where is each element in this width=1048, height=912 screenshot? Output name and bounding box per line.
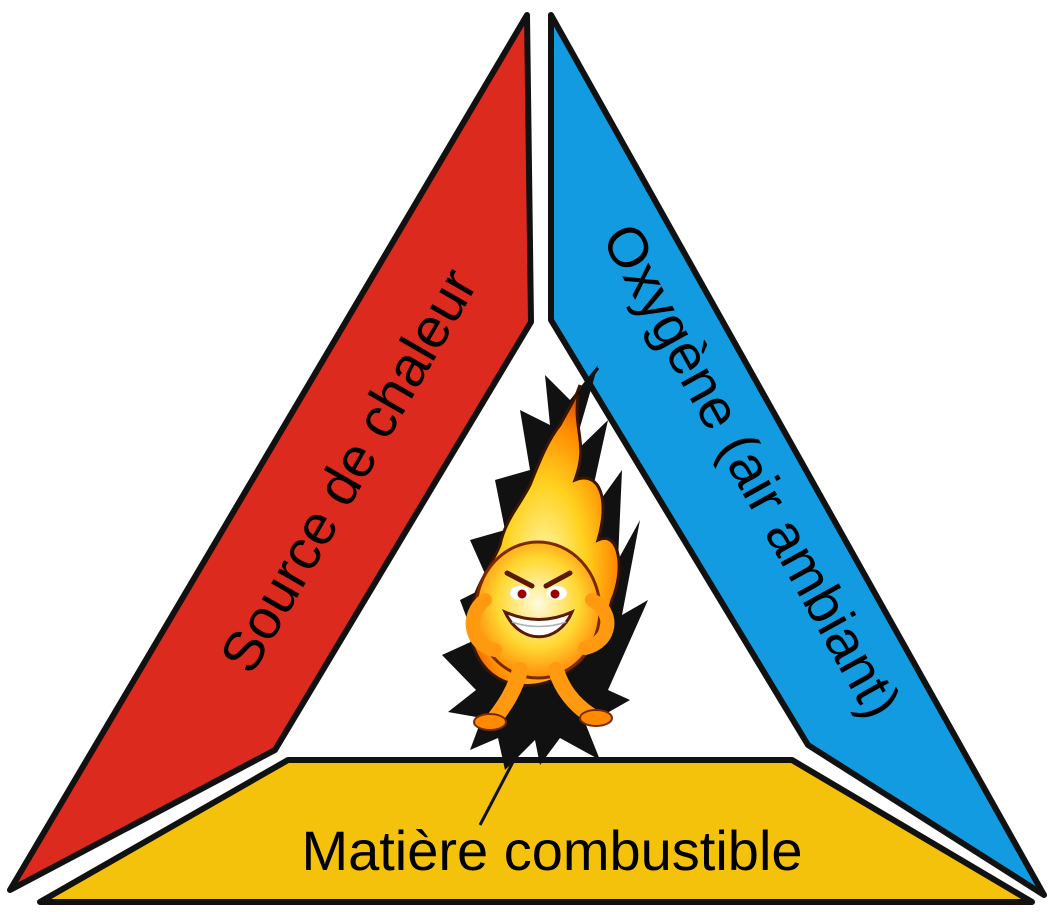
- flame-arm-left: [465, 593, 502, 657]
- flame-arm-right: [578, 593, 615, 655]
- flame-mascot-icon: [442, 365, 648, 770]
- pointer-line-oxygen: [576, 367, 600, 396]
- side-fuel-label: Matière combustible: [301, 819, 802, 882]
- flame-body: [474, 540, 602, 680]
- side-fuel: Matière combustible: [37, 757, 1035, 905]
- flame-pupil-left: [517, 589, 527, 599]
- flame-brow-left: [504, 570, 535, 589]
- flame-teeth-line: [511, 621, 567, 628]
- pointer-line-fuel: [478, 694, 550, 826]
- flame-pupil-right: [550, 589, 560, 599]
- side-fuel-shape: [37, 757, 1035, 905]
- flame-foot-left: [473, 713, 507, 731]
- side-heat-shape: [7, 12, 534, 893]
- flame-brow-right: [543, 570, 573, 589]
- flame-grin: [502, 609, 575, 639]
- side-oxygen-shape: [548, 12, 1047, 898]
- flame-foot-right: [579, 709, 613, 727]
